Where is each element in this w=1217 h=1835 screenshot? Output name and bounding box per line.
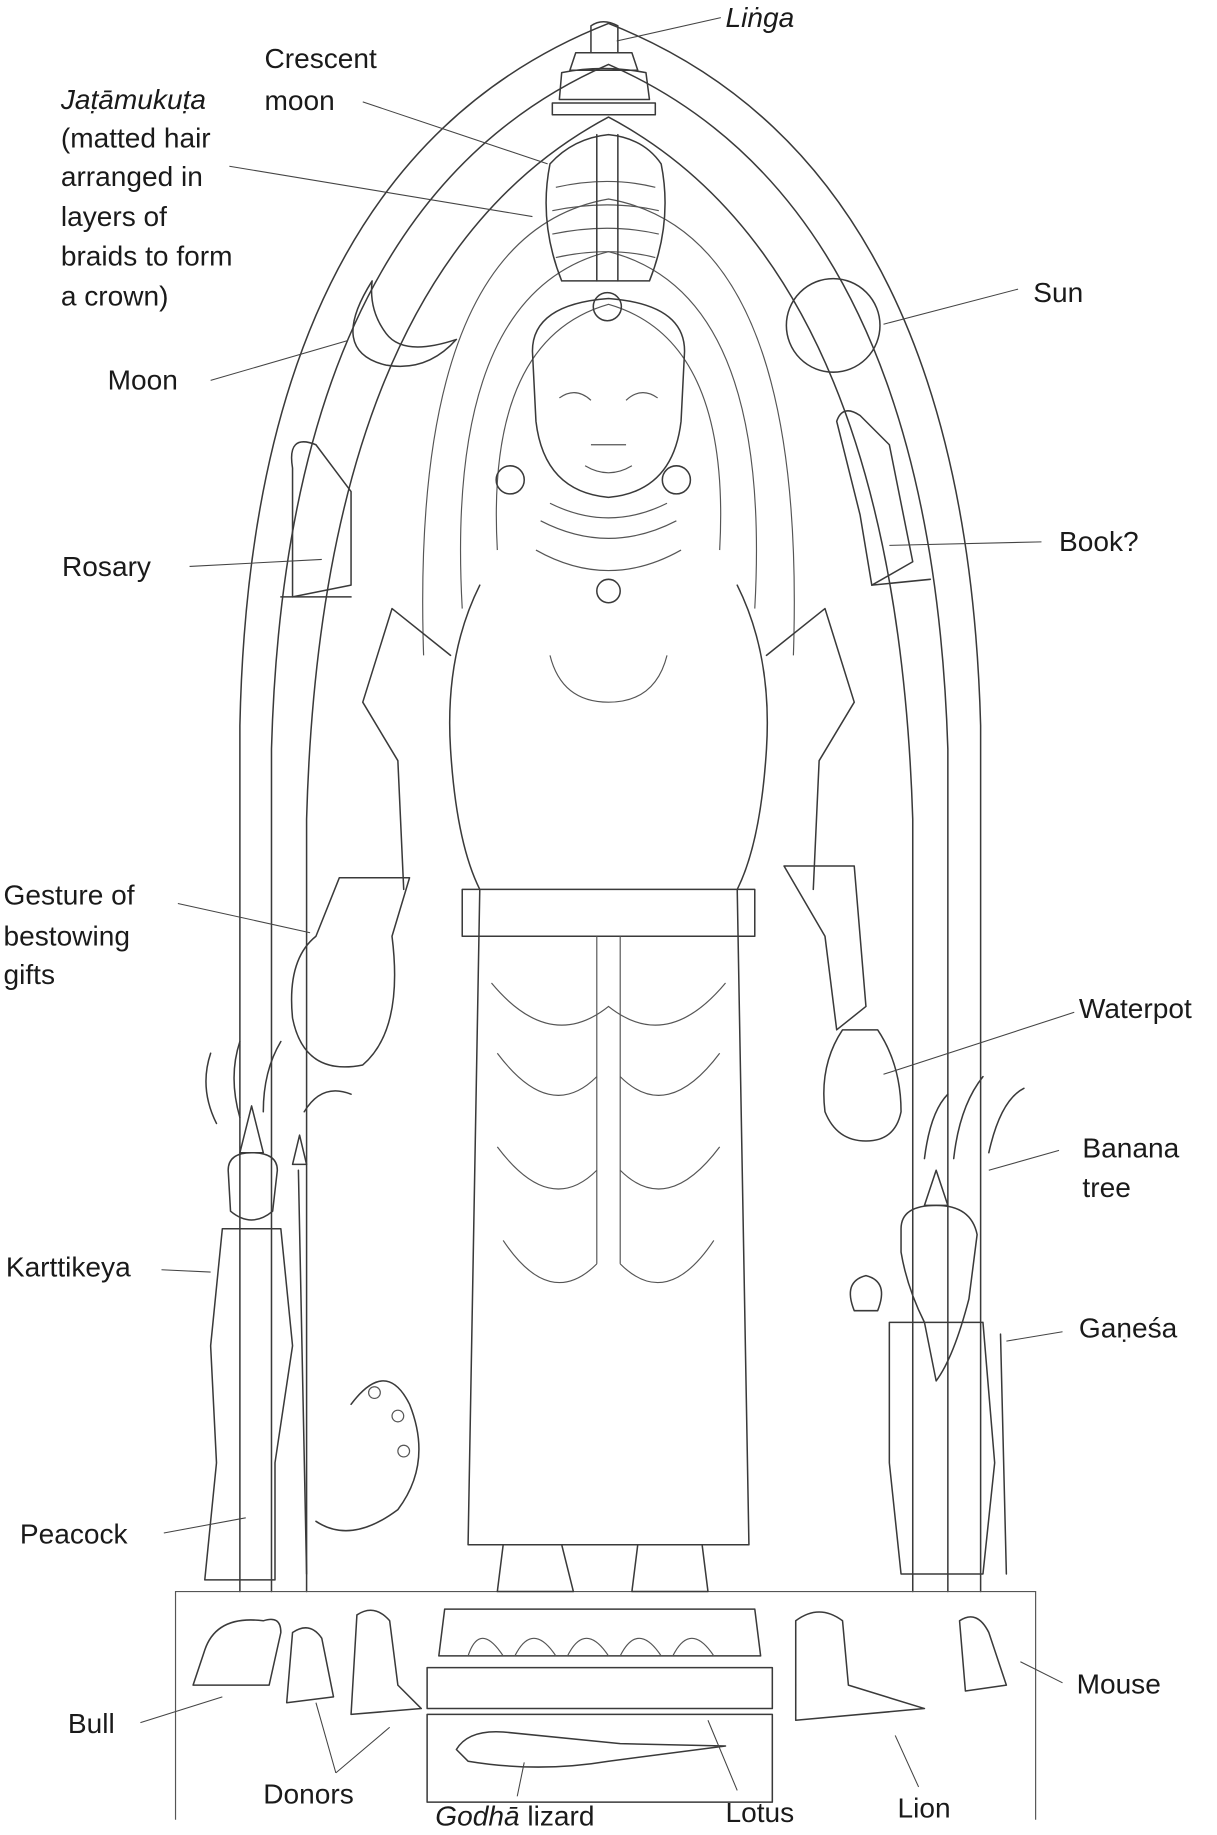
- label-godha-lizard: Godhā lizard: [435, 1801, 594, 1832]
- sun-disc: [785, 277, 881, 373]
- label-jatamukuta-3: arranged in: [61, 161, 203, 192]
- labels: Liṅga Crescent moon Jaṭāmukuṭa (matted h…: [4, 2, 1192, 1832]
- label-lizard: lizard: [520, 1801, 595, 1832]
- label-sun: Sun: [1033, 277, 1083, 308]
- label-donors: Donors: [263, 1778, 354, 1809]
- label-waterpot: Waterpot: [1079, 993, 1192, 1024]
- label-lotus: Lotus: [726, 1797, 795, 1828]
- label-gesture-1: Gesture of: [4, 880, 135, 911]
- label-ganesa: Gaṇeśa: [1079, 1313, 1178, 1344]
- label-gesture-3: gifts: [4, 959, 56, 990]
- label-jatamukuta-4: layers of: [61, 201, 167, 232]
- label-banana-tree-2: tree: [1082, 1172, 1130, 1203]
- pedestal: [192, 1608, 1008, 1803]
- label-godha: Godhā: [435, 1801, 519, 1832]
- label-crescent-moon-2: moon: [264, 85, 334, 116]
- stele-outline: [174, 22, 1037, 1820]
- moon-crescent-icon: [352, 280, 458, 368]
- label-lion: Lion: [898, 1792, 951, 1823]
- label-mouse: Mouse: [1077, 1668, 1161, 1699]
- label-karttikeya: Karttikeya: [6, 1252, 131, 1283]
- label-book: Book?: [1059, 526, 1139, 557]
- label-peacock: Peacock: [20, 1519, 129, 1550]
- central-deity-head: [495, 297, 692, 604]
- leader-lines: [140, 17, 1075, 1797]
- label-banana-tree-1: Banana: [1082, 1132, 1179, 1163]
- label-moon: Moon: [108, 365, 178, 396]
- label-crescent-moon-1: Crescent: [264, 43, 377, 74]
- label-jatamukuta-5: braids to form: [61, 241, 233, 272]
- label-jatamukuta-2: (matted hair: [61, 123, 211, 154]
- label-gesture-2: bestowing: [4, 921, 130, 952]
- ganesa-figure: [849, 1075, 1025, 1575]
- karttikeya-figure: [204, 1040, 420, 1581]
- label-linga: Liṅga: [726, 2, 795, 33]
- label-jatamukuta-6: a crown): [61, 280, 169, 311]
- label-bull: Bull: [68, 1708, 115, 1739]
- label-jatamukuta-1: Jaṭāmukuṭa: [60, 84, 206, 115]
- label-rosary: Rosary: [62, 551, 151, 582]
- linga-and-crown: [545, 20, 666, 322]
- central-deity-body: [280, 410, 932, 1593]
